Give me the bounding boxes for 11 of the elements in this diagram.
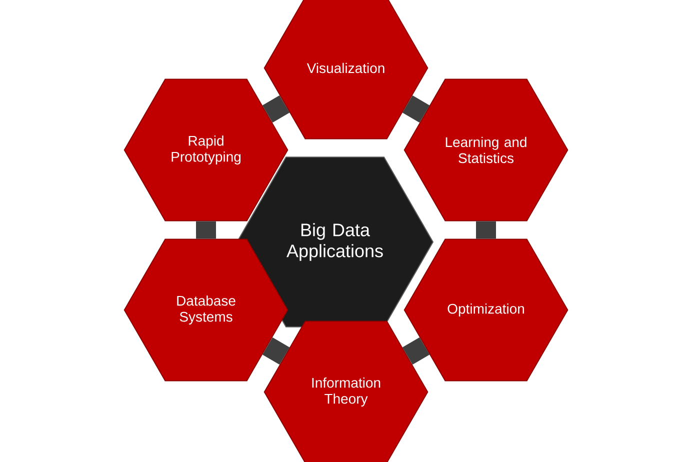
connector-band (402, 95, 430, 123)
connector-band (402, 337, 430, 365)
connector-band (262, 95, 290, 123)
hexagon: Information Theory (264, 320, 428, 462)
connector-band (262, 337, 290, 365)
connector-band (476, 221, 496, 239)
connector-band (196, 221, 216, 239)
hexagon: Visualization (264, 0, 428, 140)
hexagon: Learning and Statistics (404, 78, 568, 222)
hexagon: Rapid Prototyping (124, 78, 288, 222)
hexagon: Optimization (404, 238, 568, 382)
